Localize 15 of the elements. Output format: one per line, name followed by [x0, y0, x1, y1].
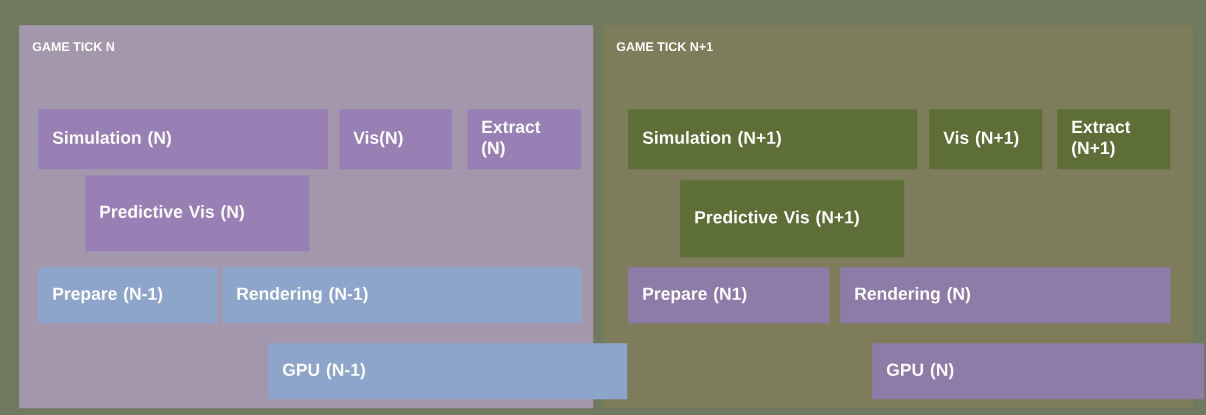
task-box: Rendering (N-1) — [222, 267, 582, 324]
task-box: Simulation (N+1) — [628, 109, 918, 170]
task-box: Extract (N) — [467, 109, 582, 170]
task-box: Extract (N+1) — [1057, 109, 1171, 170]
task-box: Predictive Vis (N+1) — [680, 180, 905, 258]
task-box: Vis(N) — [339, 109, 453, 170]
task-box: Prepare (N1) — [628, 267, 830, 324]
panel-title: GAME TICK N — [32, 42, 114, 52]
task-box: Rendering (N) — [840, 267, 1171, 324]
panel-title: GAME TICK N+1 — [616, 42, 713, 52]
task-box: Predictive Vis (N) — [85, 175, 310, 252]
task-box: GPU (N-1) — [268, 343, 628, 400]
task-box: Vis (N+1) — [929, 109, 1043, 170]
task-box: Prepare (N-1) — [38, 267, 218, 324]
task-box: Simulation (N) — [38, 109, 329, 170]
